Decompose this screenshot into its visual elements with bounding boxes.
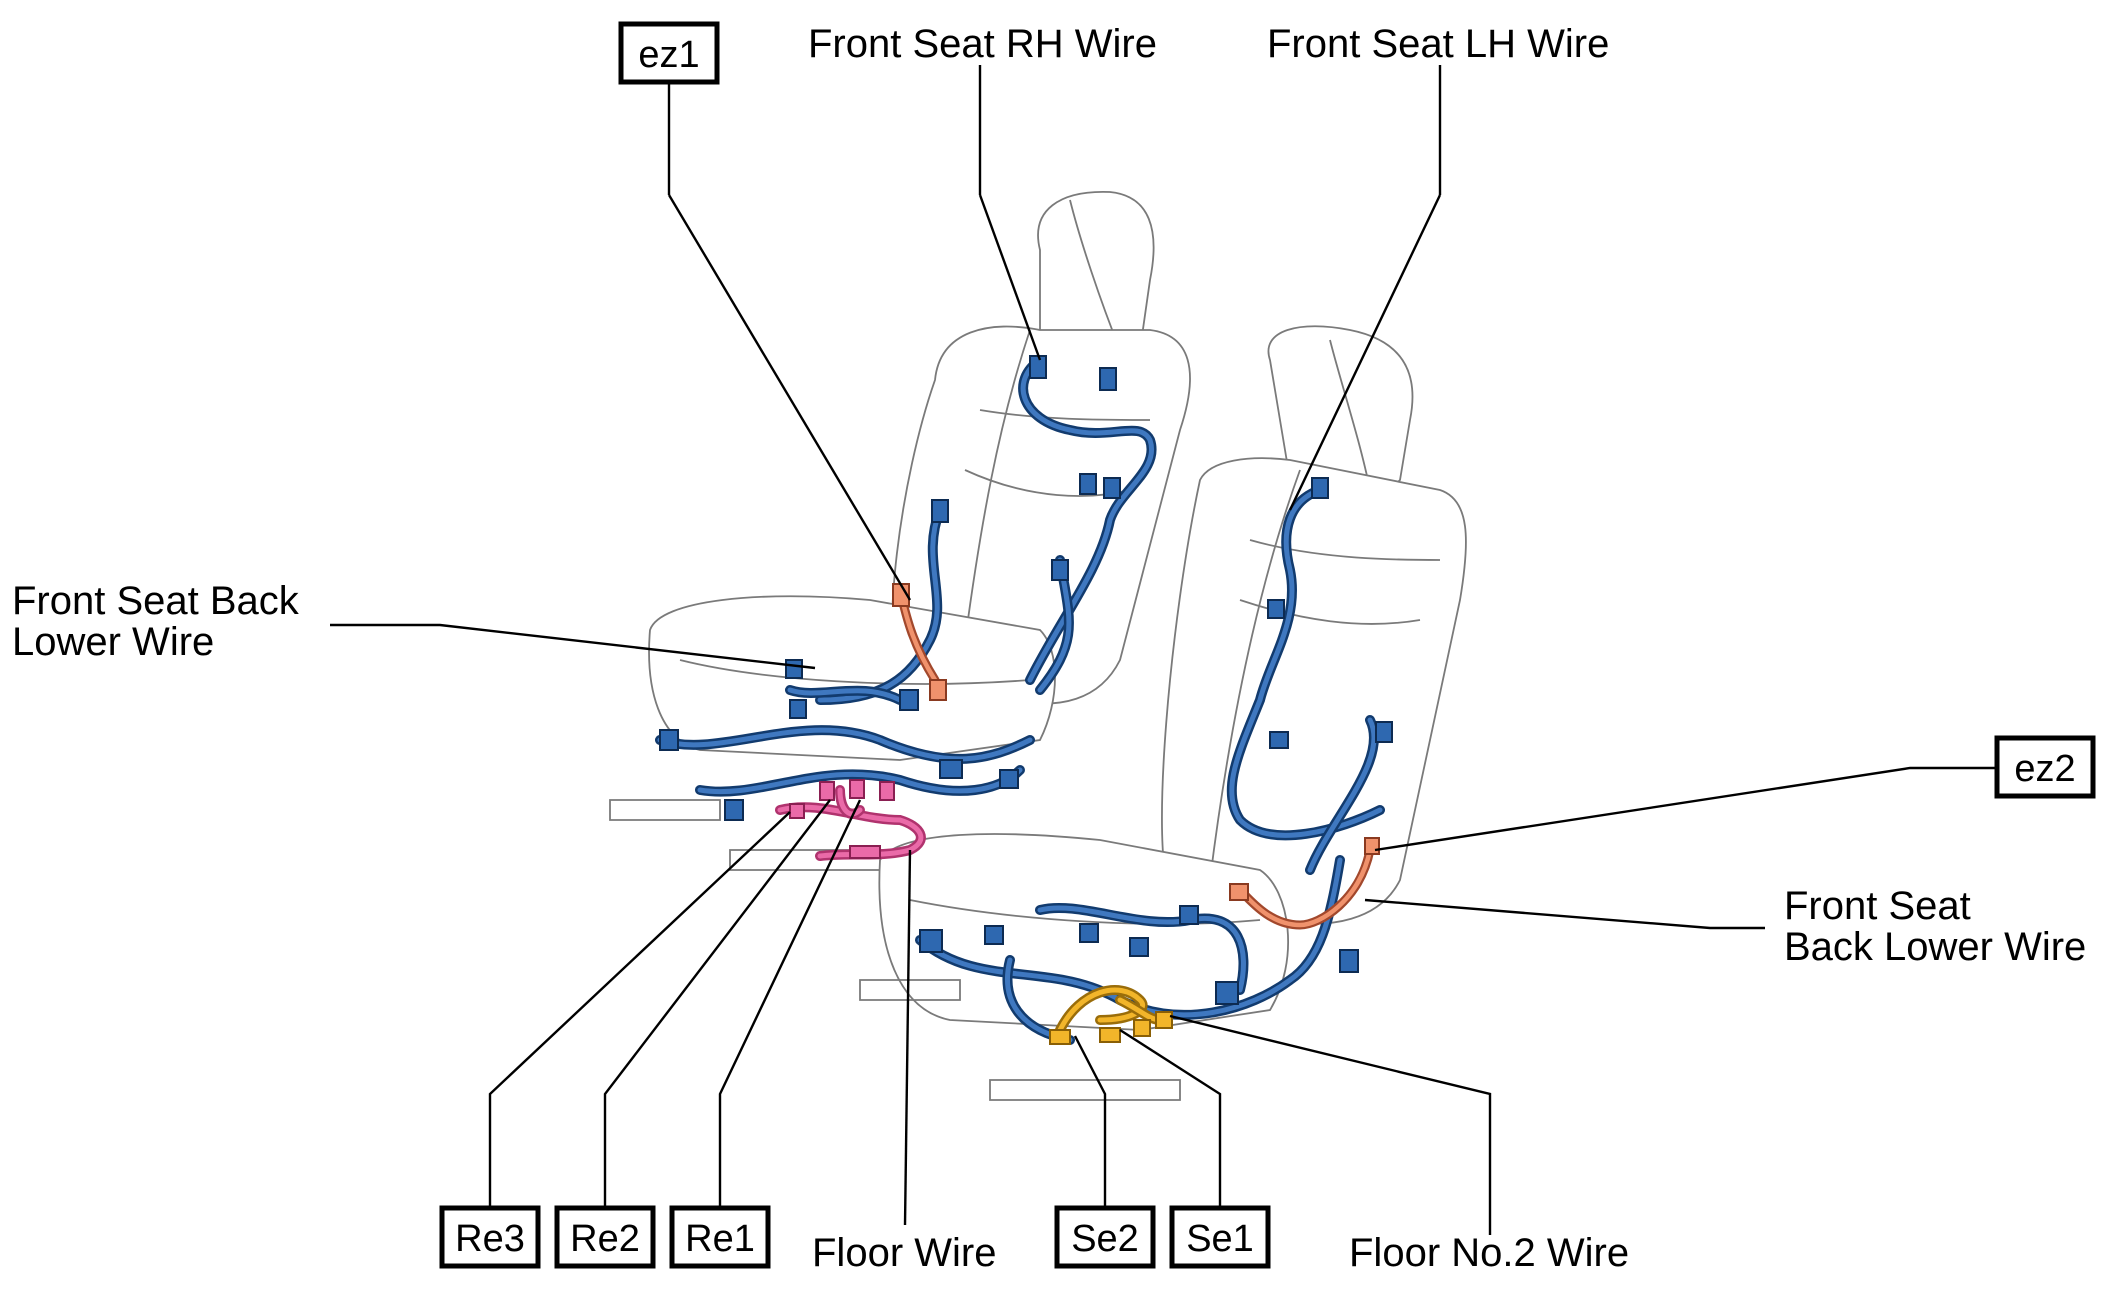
svg-text:Re2: Re2	[570, 1218, 640, 1260]
svg-text:Re1: Re1	[685, 1218, 755, 1260]
svg-text:ez2: ez2	[2014, 748, 2075, 790]
floor-no2-wire-harness	[1049, 985, 1173, 1045]
connector-box-re2: Re2	[554, 1205, 656, 1269]
connector-box-re1: Re1	[669, 1205, 771, 1269]
label-front-seat-back-lower-wire-right: Front Seat	[1784, 884, 1971, 928]
label-floor-wire: Floor Wire	[812, 1231, 996, 1275]
connector-box-ez1: ez1	[618, 21, 720, 85]
leader-lines	[330, 65, 1995, 1235]
connector-box-re3: Re3	[439, 1205, 541, 1269]
wire-connectors	[659, 355, 1393, 1005]
front-seat-back-lower-wire-harness	[892, 583, 1380, 930]
label-front-seat-back-lower-wire-right-line2: Back Lower Wire	[1784, 925, 2086, 969]
svg-text:Re3: Re3	[455, 1218, 525, 1260]
label-front-seat-lh-wire: Front Seat LH Wire	[1267, 22, 1609, 66]
connector-box-ez2: ez2	[1994, 735, 2096, 799]
rear-seat-outline	[609, 191, 1191, 871]
floor-wire-harness	[775, 779, 926, 861]
connector-box-se2: Se2	[1054, 1205, 1156, 1269]
label-front-seat-back-lower-wire-left: Front Seat Back	[12, 579, 300, 623]
svg-text:Se1: Se1	[1186, 1218, 1254, 1260]
svg-text:Se2: Se2	[1071, 1218, 1139, 1260]
label-front-seat-back-lower-wire-left-line2: Lower Wire	[12, 620, 214, 664]
front-seat-rh-wire-harness	[655, 355, 1157, 797]
label-floor-no2-wire: Floor No.2 Wire	[1349, 1231, 1629, 1275]
connector-box-se1: Se1	[1169, 1205, 1271, 1269]
svg-text:ez1: ez1	[638, 34, 699, 76]
label-front-seat-rh-wire: Front Seat RH Wire	[808, 22, 1157, 66]
